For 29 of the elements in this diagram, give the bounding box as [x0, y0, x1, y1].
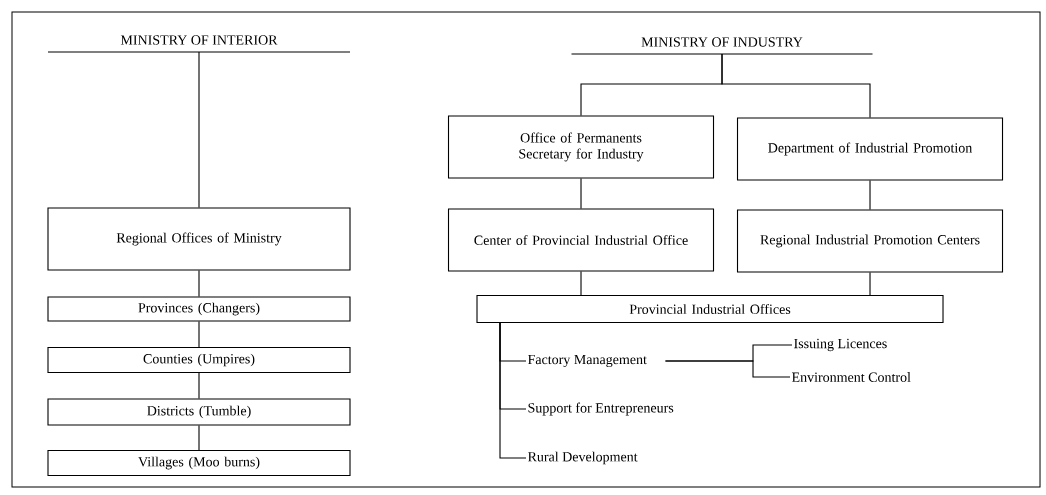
office-box: Villages (Moo burns): [47, 449, 351, 477]
office-box: Office of Permanents Secretary for Industry: [447, 115, 715, 179]
office-box: Center of Provincial Industrial Office: [447, 208, 715, 272]
heading: MINISTRY OF INDUSTRY: [570, 37, 874, 55]
connector: [198, 270, 200, 297]
office-box: Provincial Industrial Offices: [476, 294, 944, 324]
office-box: Provinces (Changers): [47, 296, 351, 322]
heading: MINISTRY OF INTERIOR: [47, 35, 351, 53]
function-label: Environment Control: [791, 372, 911, 382]
connector: [198, 425, 200, 451]
function-label: Support for Entrepreneurs: [528, 402, 674, 416]
function-label: Issuing Licences: [794, 338, 887, 352]
function-label: Factory Management: [527, 354, 647, 368]
connector: [869, 180, 871, 210]
connector: [721, 53, 871, 118]
office-box: Counties (Umpires): [47, 346, 351, 374]
connector: [198, 51, 200, 208]
connector: [869, 272, 871, 296]
connector: [580, 178, 582, 209]
connector: [198, 321, 200, 348]
office-box: Regional Industrial Promotion Centers: [736, 209, 1004, 273]
connector: [580, 271, 582, 296]
office-box: Department of Industrial Promotion: [736, 117, 1004, 181]
connector: [664, 360, 791, 378]
connector: [499, 322, 527, 459]
function-label: Rural Development: [527, 451, 638, 465]
connector: [198, 372, 200, 399]
office-box: Regional Offices of Ministry: [47, 207, 351, 271]
office-box: Districts (Tumble): [47, 398, 351, 426]
